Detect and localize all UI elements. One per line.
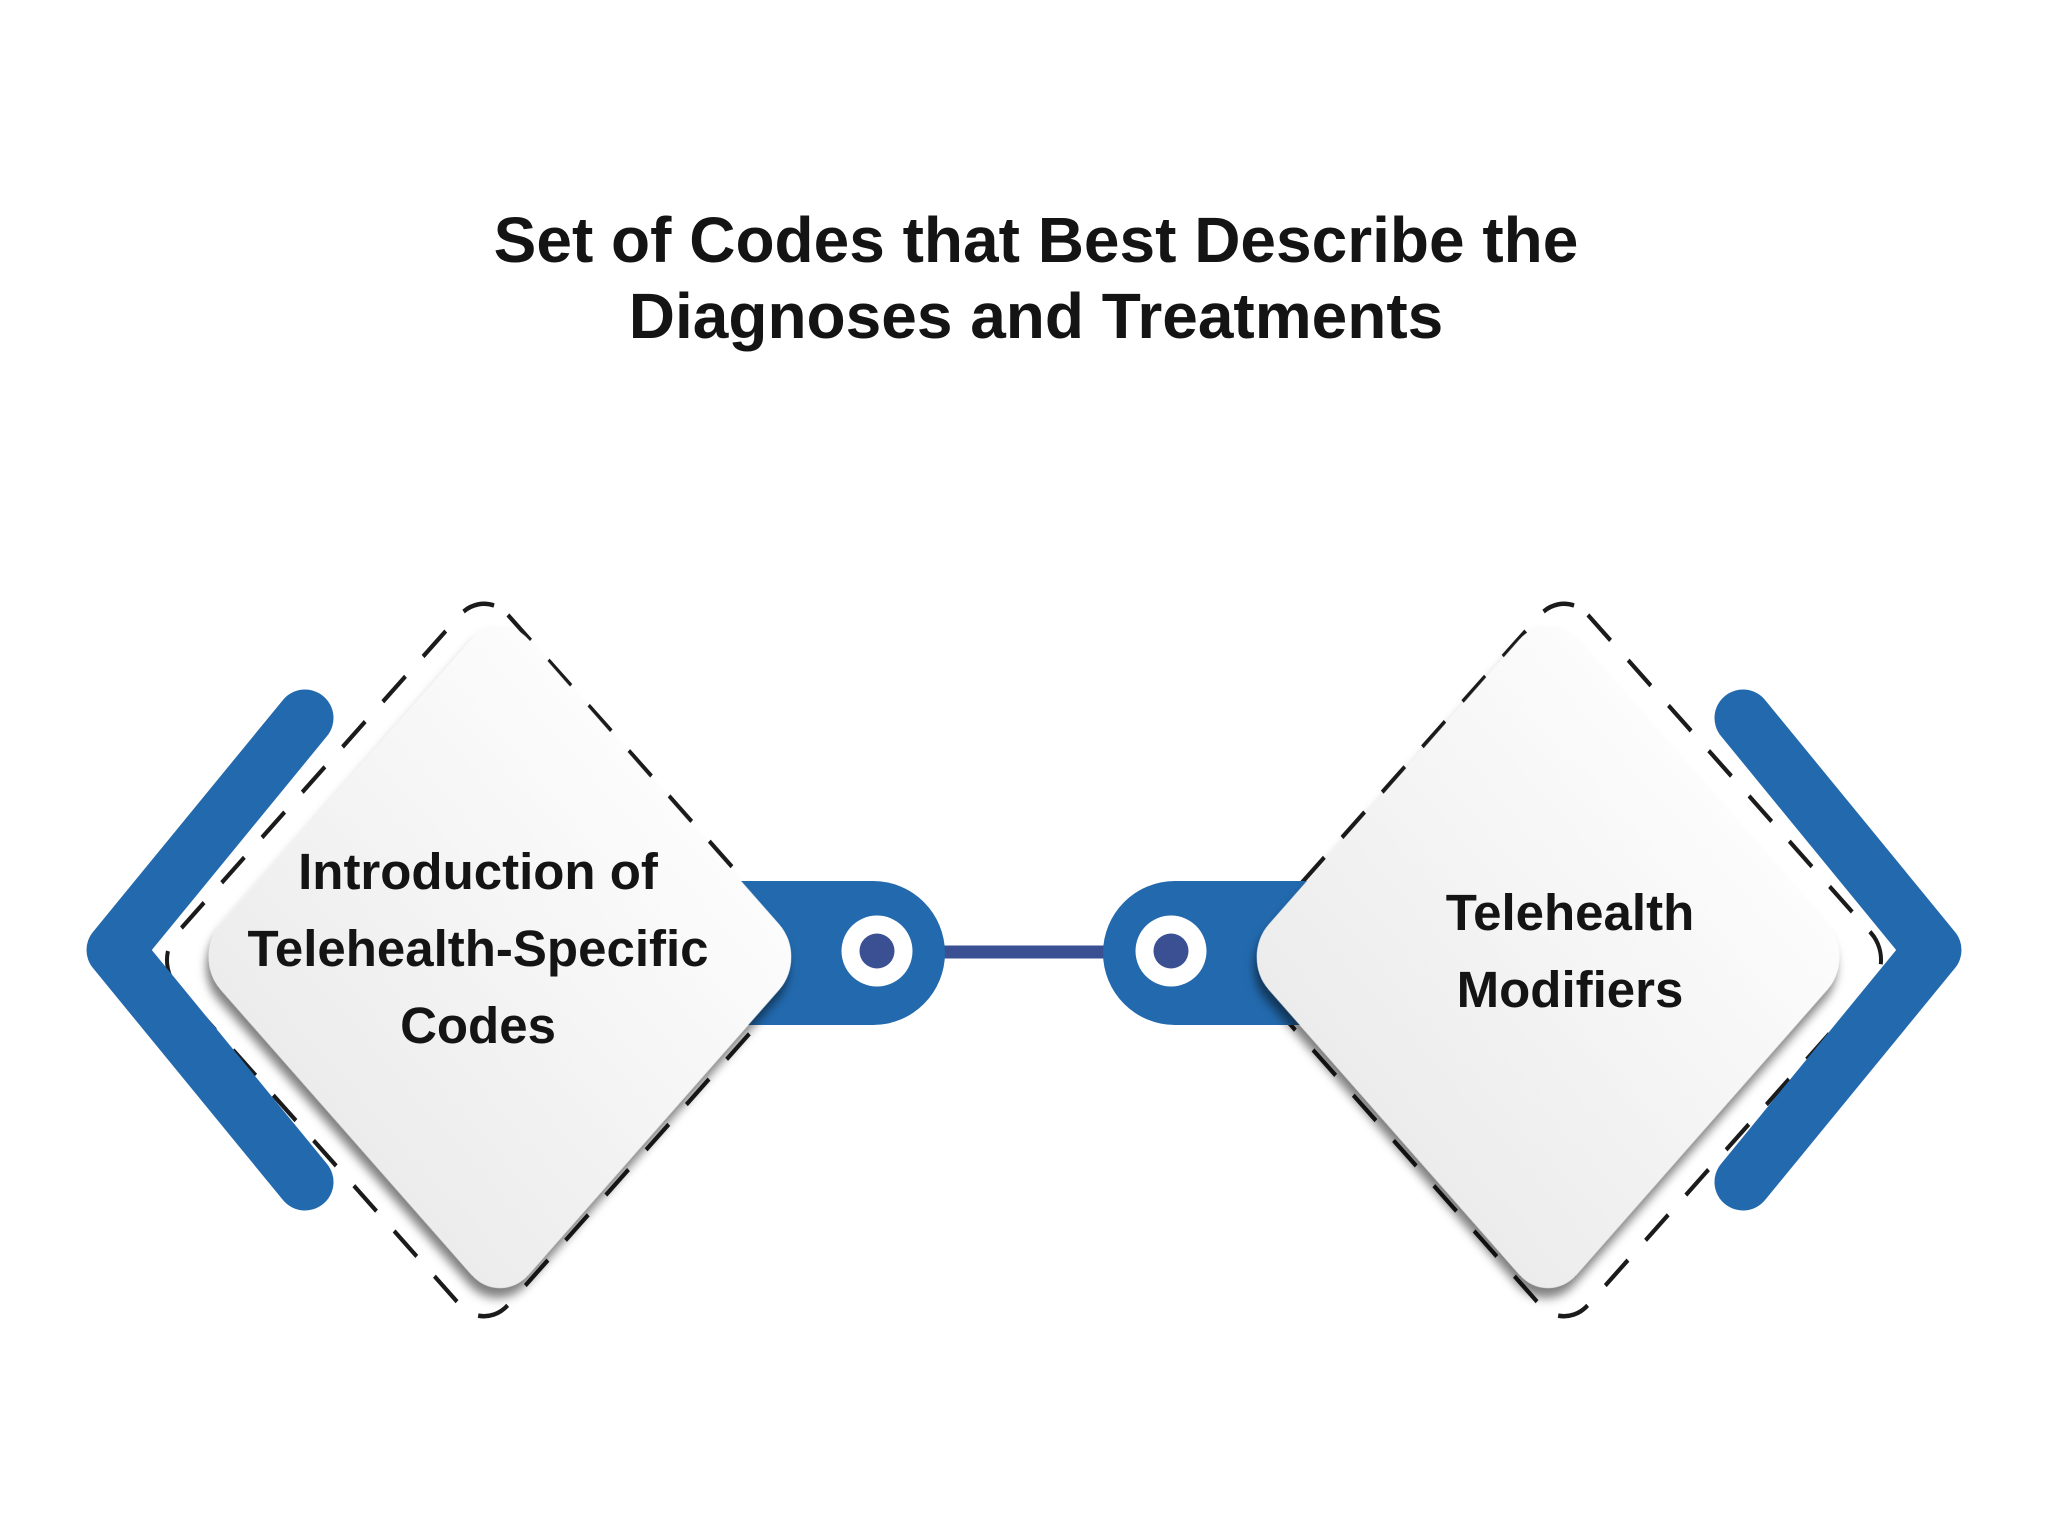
left-chevron-icon: [86, 689, 334, 1211]
right-node-label-line-2: Modifiers: [1457, 961, 1684, 1018]
page-title-line-2: Diagnoses and Treatments: [629, 280, 1443, 352]
left-diamond-card: [208, 626, 792, 1288]
right-dashed-diamond-outline: [1244, 601, 1884, 1319]
page-title-line-1: Set of Codes that Best Describe the: [494, 204, 1579, 276]
left-node-label-line-3: Codes: [400, 997, 556, 1054]
left-node-label-line-2: Telehealth-Specific: [247, 920, 708, 977]
left-dashed-diamond-outline: [164, 601, 804, 1319]
right-bullseye-dot-icon: [1153, 933, 1189, 969]
right-node-label-line-1: Telehealth: [1446, 884, 1694, 941]
right-diamond-card: [1256, 626, 1840, 1288]
right-chevron-icon: [1714, 689, 1962, 1211]
node-left-group: [86, 601, 945, 1319]
left-bullseye-dot-icon: [859, 933, 895, 969]
node-right-group: [1103, 601, 1962, 1319]
left-node-label-line-1: Introduction of: [298, 843, 659, 900]
